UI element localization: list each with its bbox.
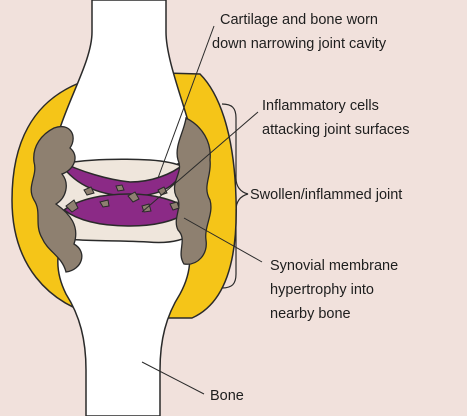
cartilage-label: Cartilage and bone worn down narrowing j… <box>212 12 387 52</box>
inflammatory-label: Inflammatory cells attacking joint surfa… <box>262 98 410 138</box>
synovial-label: Synovial membrane hypertrophy into nearb… <box>270 258 402 322</box>
bone-label: Bone <box>210 388 244 404</box>
swollen-label: Swollen/inflammed joint <box>250 187 402 203</box>
inflammatory-cell <box>116 185 124 191</box>
bone-shape <box>57 0 191 170</box>
